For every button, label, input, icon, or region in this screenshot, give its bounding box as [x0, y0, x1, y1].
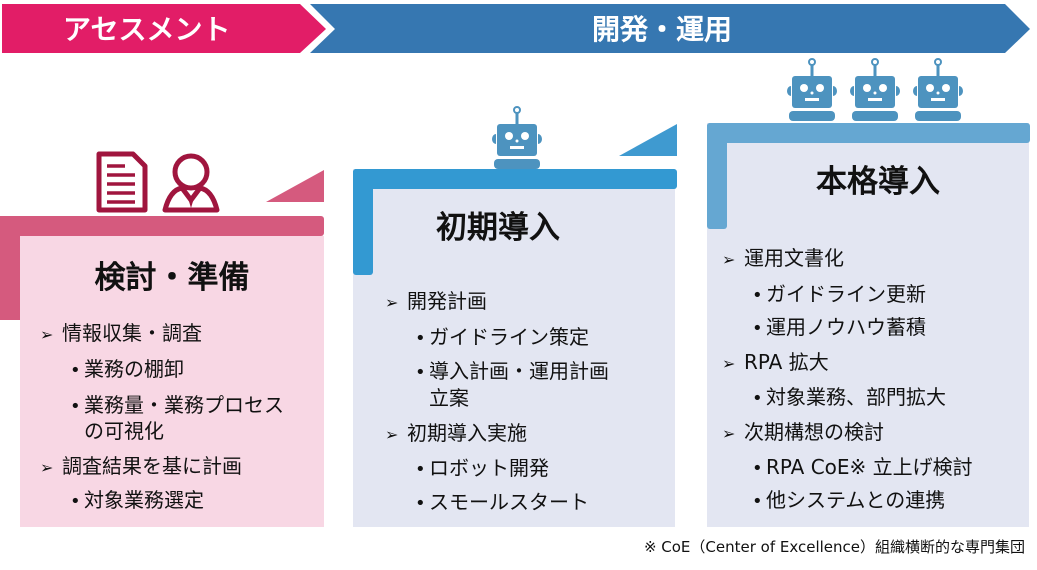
footnote: ※ CoE（Center of Excellence）組織横断的な専門集団: [643, 538, 1025, 556]
list-item: スモールスタート: [429, 490, 589, 514]
arrow-bullet-icon: ➢: [385, 293, 399, 312]
list-item: 運用ノウハウ蓄積: [766, 315, 926, 339]
list-item: 導入計画・運用計画: [429, 359, 609, 383]
arrow-bullet-icon: ➢: [722, 354, 736, 373]
robot-icon: [785, 58, 839, 122]
list-heading: 開発計画: [407, 289, 487, 313]
list-item: の可視化: [84, 419, 164, 443]
document-icon: [96, 151, 148, 213]
development-label: 開発・運用: [592, 13, 733, 46]
list-heading: 次期構想の検討: [744, 420, 884, 444]
list-item: ガイドライン更新: [766, 282, 926, 306]
list-item: ガイドライン策定: [429, 325, 589, 349]
robot-icon: [490, 106, 544, 170]
box-left-bar: [353, 169, 373, 275]
arrow-bullet-icon: ➢: [40, 458, 54, 477]
list-heading: 情報収集・調査: [62, 321, 202, 345]
stage-title: 本格導入: [816, 164, 940, 200]
person-icon: [162, 153, 220, 213]
step-triangle: [266, 170, 324, 202]
box-left-bar: [707, 123, 727, 229]
list-item: 他システムとの連携: [766, 488, 946, 512]
phase-banner: [2, 4, 1030, 53]
arrow-bullet-icon: ➢: [385, 425, 399, 444]
assessment-arrow: [2, 4, 326, 53]
list-item: ロボット開発: [429, 456, 549, 480]
robot-icon: [848, 58, 902, 122]
stage-title: 初期導入: [436, 210, 560, 246]
list-item: 対象業務、部門拡大: [766, 385, 946, 409]
step-triangle: [619, 124, 677, 156]
list-item: RPA CoE※ 立上げ検討: [766, 455, 973, 479]
list-heading: 初期導入実施: [407, 421, 527, 445]
list-heading: 調査結果を基に計画: [62, 454, 242, 478]
arrow-bullet-icon: ➢: [722, 424, 736, 443]
list-item: 業務量・業務プロセス: [84, 393, 284, 417]
box-top-bar: [707, 123, 1030, 143]
stage-title: 検討・準備: [94, 260, 250, 296]
list-heading: RPA 拡大: [744, 350, 829, 374]
stage-box-full: [707, 123, 1029, 527]
list-item: 業務の棚卸: [84, 357, 184, 381]
stage-box-review: [20, 236, 324, 527]
arrow-bullet-icon: ➢: [40, 325, 54, 344]
box-left-bar: [0, 216, 20, 320]
box-top-bar: [0, 216, 324, 236]
list-item: 対象業務選定: [84, 488, 204, 512]
arrow-bullet-icon: ➢: [722, 250, 736, 269]
list-heading: 運用文書化: [744, 246, 844, 270]
development-arrow: [310, 4, 1030, 53]
assessment-label: アセスメント: [63, 13, 231, 46]
list-item: 立案: [429, 386, 469, 410]
stage-box-initial: [353, 169, 675, 527]
robot-icon: [911, 58, 965, 122]
box-top-bar: [353, 169, 677, 189]
